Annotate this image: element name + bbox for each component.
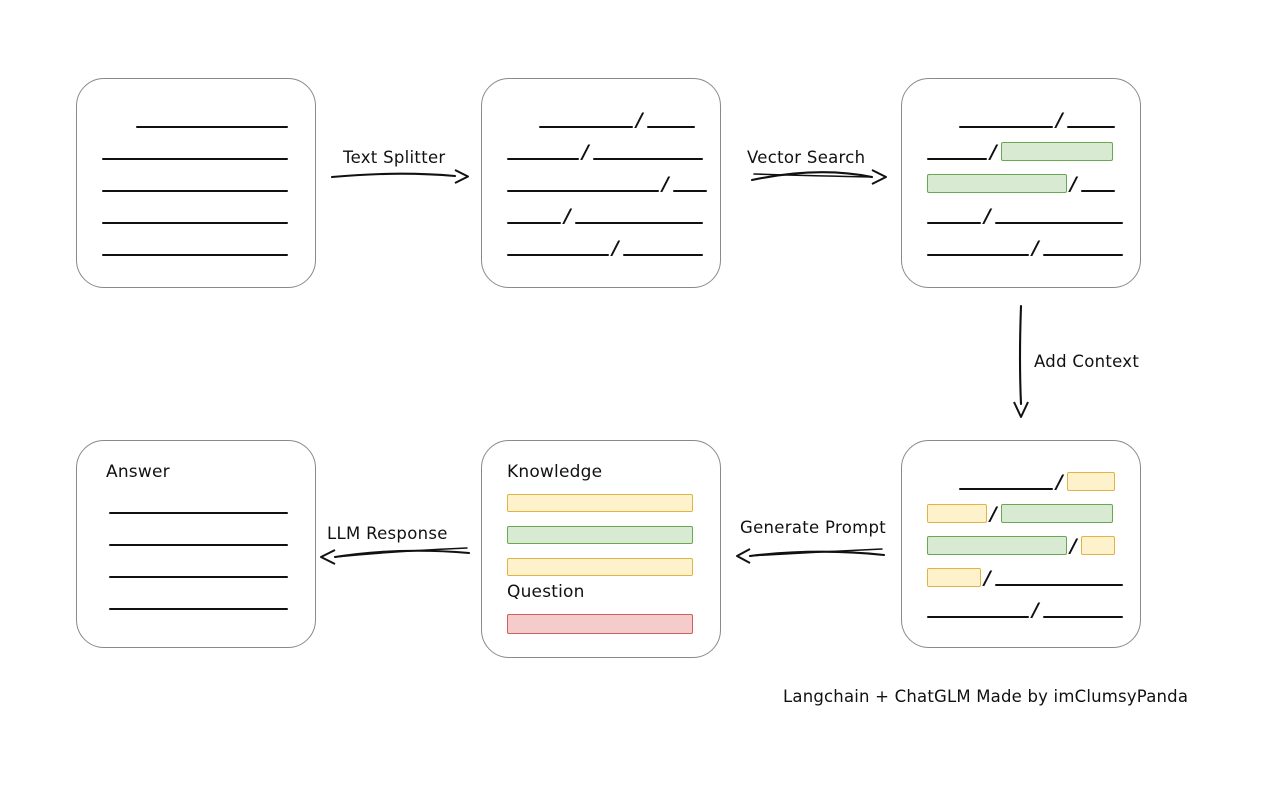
split-chunks-text-line-0-0 [539,126,633,128]
split-chunks-text-line-4-2 [623,254,703,256]
split-chunks-text-line-1-2 [593,158,703,160]
split-chunks-separator-2-1: / [662,173,669,195]
context-document-text-line-0-0 [959,488,1053,490]
source-document-text-line-4-0 [102,254,288,256]
answer-text-line-0-0 [109,512,288,514]
answer-text-line-2-0 [109,576,288,578]
prompt-bar-3 [507,614,693,634]
source-document-box[interactable] [76,78,316,288]
vector-matches-text-line-3-0 [927,222,981,224]
edge-llm-response-label: LLM Response [327,524,448,543]
context-document-highlight-green-2-0 [927,536,1067,555]
source-document-text-line-0-0 [136,126,288,128]
vector-matches-text-line-0-2 [1067,126,1115,128]
split-chunks-text-line-4-0 [507,254,609,256]
prompt-bar-1 [507,526,693,544]
vector-matches-text-line-4-2 [1043,254,1123,256]
prompt-heading-0: Knowledge [507,462,603,482]
answer-heading: Answer [106,462,170,482]
split-chunks-separator-0-1: / [636,109,643,131]
context-document-highlight-yellow-1-0 [927,504,987,523]
edge-vector-search-label: Vector Search [747,148,866,167]
context-document-highlight-yellow-2-2 [1081,536,1115,555]
context-document-text-line-4-2 [1043,616,1123,618]
vector-matches-separator-0-1: / [1056,109,1063,131]
vector-matches-text-line-4-0 [927,254,1029,256]
split-chunks-text-line-0-2 [647,126,695,128]
context-document-separator-2-1: / [1070,535,1077,557]
context-document-highlight-green-1-2 [1001,504,1113,523]
credit-text: Langchain + ChatGLM Made by imClumsyPand… [783,687,1189,706]
vector-matches-separator-3-1: / [984,205,991,227]
vector-matches-separator-4-1: / [1032,237,1039,259]
vector-matches-highlight-green-2-0 [927,174,1067,193]
edge-generate-prompt-label: Generate Prompt [740,518,886,537]
context-document-separator-1-1: / [990,503,997,525]
split-chunks-separator-3-1: / [564,205,571,227]
edge-text-splitter-label: Text Splitter [343,148,446,167]
split-chunks-separator-4-1: / [612,237,619,259]
context-document-text-line-4-0 [927,616,1029,618]
edge-add-context-label: Add Context [1034,352,1140,371]
vector-matches-separator-1-1: / [990,141,997,163]
context-document-highlight-yellow-0-2 [1067,472,1115,491]
source-document-text-line-1-0 [102,158,288,160]
context-document-separator-4-1: / [1032,599,1039,621]
vector-matches-separator-2-1: / [1070,173,1077,195]
prompt-heading-1: Question [507,582,585,602]
split-chunks-text-line-2-2 [673,190,707,192]
split-chunks-text-line-3-2 [575,222,703,224]
split-chunks-text-line-2-0 [507,190,659,192]
context-document-separator-0-1: / [1056,471,1063,493]
vector-matches-text-line-1-0 [927,158,987,160]
context-document-text-line-3-2 [995,584,1123,586]
vector-matches-text-line-0-0 [959,126,1053,128]
vector-matches-highlight-green-1-2 [1001,142,1113,161]
source-document-text-line-3-0 [102,222,288,224]
vector-matches-text-line-2-2 [1081,190,1115,192]
prompt-bar-2 [507,558,693,576]
vector-matches-text-line-3-2 [995,222,1123,224]
answer-text-line-1-0 [109,544,288,546]
context-document-highlight-yellow-3-0 [927,568,981,587]
split-chunks-text-line-1-0 [507,158,579,160]
split-chunks-separator-1-1: / [582,141,589,163]
split-chunks-box[interactable] [481,78,721,288]
answer-text-line-3-0 [109,608,288,610]
context-document-separator-3-1: / [984,567,991,589]
source-document-text-line-2-0 [102,190,288,192]
prompt-bar-0 [507,494,693,512]
split-chunks-text-line-3-0 [507,222,561,224]
